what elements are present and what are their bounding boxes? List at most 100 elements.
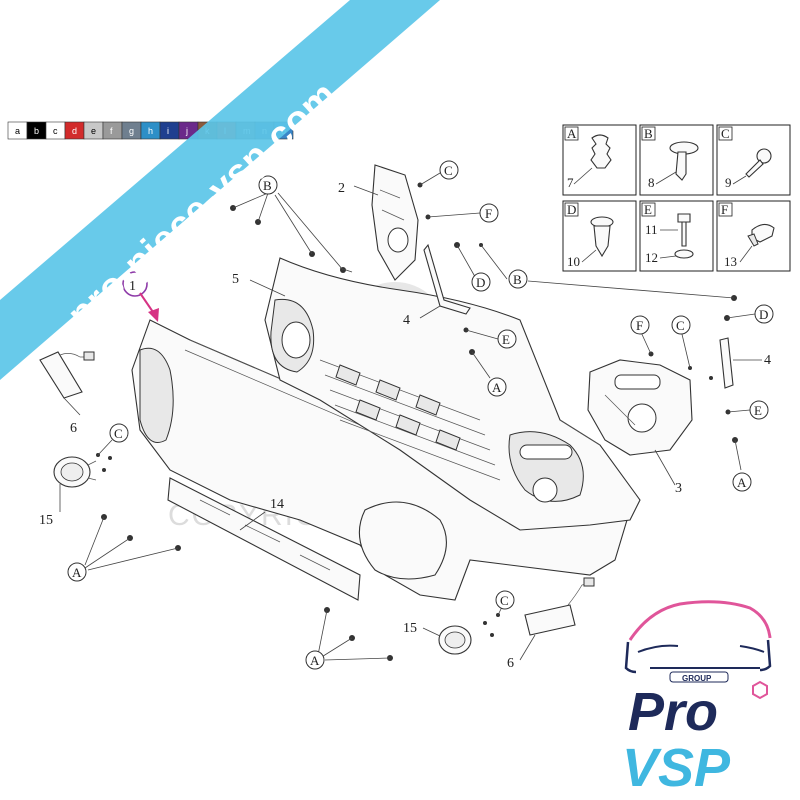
color-swatch-label: a [15, 126, 20, 136]
svg-text:A: A [310, 653, 320, 668]
color-swatch-label: b [34, 126, 39, 136]
svg-text:C: C [500, 593, 509, 608]
svg-text:D: D [476, 275, 485, 290]
color-swatch-label: d [72, 126, 77, 136]
callout-5: 5 [232, 272, 239, 287]
grille-slats [319, 359, 501, 481]
color-swatch-label: h [148, 126, 153, 136]
logo-vsp-text: VSP [622, 738, 731, 798]
callout-c-bottom: C [495, 590, 515, 610]
washer-icon [674, 249, 694, 259]
svg-text:F: F [636, 318, 643, 333]
screw-head-icon [756, 148, 772, 164]
logo-hex-icon [752, 680, 768, 700]
logo-pro-text: Pro [628, 682, 718, 742]
legend-num-11: 11 [645, 222, 658, 237]
svg-text:B: B [263, 178, 272, 193]
color-swatch-label: i [167, 126, 169, 136]
legend-num-10: 10 [567, 254, 580, 269]
leader-lines [59, 172, 762, 661]
support-strap-right-part-4 [719, 337, 734, 389]
callout-a-bottom: A [305, 650, 325, 670]
legend-letter-e: E [644, 202, 652, 217]
callout-f-top: F [479, 203, 499, 223]
callout-2: 2 [338, 181, 345, 196]
bolt-head-icon [677, 213, 691, 223]
color-swatch-label: e [91, 126, 96, 136]
legend-box-a: A 7 [562, 124, 637, 196]
part-1-highlight [122, 271, 159, 322]
logo-group-text: GROUP [682, 674, 712, 683]
svg-text:B: B [513, 272, 522, 287]
callout-d-center: D [471, 272, 491, 292]
letter-callouts: B C F D B E A D F C E A C A A C [67, 160, 774, 670]
legend-num-12: 12 [645, 250, 658, 265]
color-swatch-label: f [110, 126, 113, 136]
callout-c-right: C [671, 315, 691, 335]
color-swatch-label: g [129, 126, 134, 136]
svg-text:A: A [737, 475, 747, 490]
callout-a-left: A [67, 562, 87, 582]
screw-shaft-icon [745, 159, 764, 178]
color-swatch-i [159, 121, 180, 140]
callout-d-right: D [754, 304, 774, 324]
callout-4-right: 4 [764, 353, 771, 368]
legend-box-b: B 8 [639, 124, 714, 196]
color-swatch-label: j [185, 126, 188, 136]
callout-6-left: 6 [70, 421, 77, 436]
callout-e-right: E [749, 400, 769, 420]
fastener-legend: A 7 B 8 C 9 D [562, 124, 791, 272]
callout-4-left: 4 [403, 313, 410, 328]
support-strap-left-part-4 [423, 243, 471, 315]
rivet-body-icon [675, 151, 687, 181]
fog-lamp-right-part-15 [438, 625, 472, 655]
legend-box-c: C 9 [716, 124, 791, 196]
svg-text:C: C [114, 426, 123, 441]
callout-15-left: 15 [39, 513, 53, 528]
callout-a-right: A [732, 472, 752, 492]
legend-letter-a: A [567, 126, 577, 141]
callout-c-left: C [109, 423, 129, 443]
svg-text:C: C [444, 163, 453, 178]
lower-strip-part-14 [167, 477, 361, 601]
callout-a-center: A [487, 377, 507, 397]
callout-e-center: E [497, 329, 517, 349]
svg-text:C: C [676, 318, 685, 333]
callout-3: 3 [675, 481, 682, 496]
callout-b-top: B [258, 175, 278, 195]
legend-box-e: E 11 12 [639, 200, 714, 272]
number-callouts: 1 2 3 4 4 5 6 6 14 15 15 [39, 181, 771, 671]
pro-vsp-logo: GROUP Pro VSP [622, 600, 772, 798]
callout-1: 1 [129, 279, 136, 294]
callout-b-center: B [508, 269, 528, 289]
legend-letter-f: F [721, 202, 728, 217]
bracket-right-part-3 [587, 359, 693, 456]
legend-num-7: 7 [567, 175, 574, 190]
svg-text:A: A [492, 380, 502, 395]
legend-letter-c: C [721, 126, 730, 141]
legend-num-8: 8 [648, 175, 655, 190]
callout-6-right: 6 [507, 656, 514, 671]
callout-f-right: F [630, 315, 650, 335]
clip-f-icon [751, 223, 775, 243]
bracket-left-part-2 [371, 164, 419, 281]
legend-box-d: D 10 [562, 200, 637, 272]
color-swatch-label: c [53, 126, 58, 136]
svg-text:D: D [759, 307, 768, 322]
legend-letter-d: D [567, 202, 576, 217]
callout-14: 14 [270, 497, 284, 512]
svg-text:F: F [485, 206, 492, 221]
legend-num-13: 13 [724, 254, 737, 269]
side-lamp-right-part-6 [524, 577, 595, 636]
legend-box-f: F 13 [716, 200, 791, 272]
svg-text:E: E [754, 403, 762, 418]
svg-text:E: E [502, 332, 510, 347]
svg-text:A: A [72, 565, 82, 580]
clip-d-body-icon [593, 225, 611, 258]
legend-letter-b: B [644, 126, 653, 141]
upper-grille-part-5 [264, 257, 641, 531]
push-clip-icon [590, 134, 612, 169]
callout-c-top: C [439, 160, 459, 180]
legend-num-9: 9 [725, 175, 732, 190]
